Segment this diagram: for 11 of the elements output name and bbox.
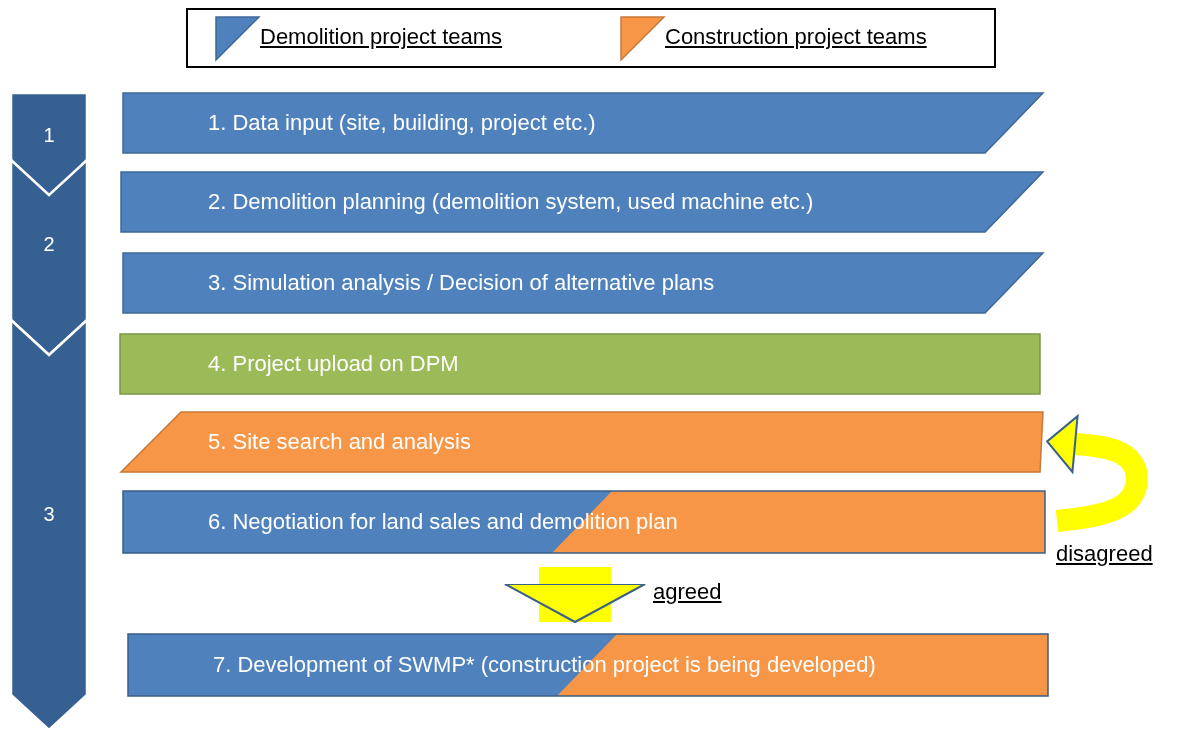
step-text: 1. Data input (site, building, project etc.) bbox=[208, 110, 596, 136]
legend-text: Construction project teams bbox=[665, 24, 927, 50]
step-text: 2. Demolition planning (demolition system, used machine etc.) bbox=[208, 189, 814, 215]
step-text: 3. Simulation analysis / Decision of alternative plans bbox=[208, 270, 715, 296]
block-arrow bbox=[504, 567, 646, 623]
step-text: 5. Site search and analysis bbox=[208, 429, 471, 455]
step-number: 3 bbox=[42, 502, 56, 527]
step-number: 2 bbox=[42, 232, 56, 257]
step-text: 4. Project upload on DPM bbox=[208, 351, 459, 377]
step-number: 1 bbox=[42, 123, 56, 148]
legend-text: Demolition project teams bbox=[260, 24, 503, 50]
